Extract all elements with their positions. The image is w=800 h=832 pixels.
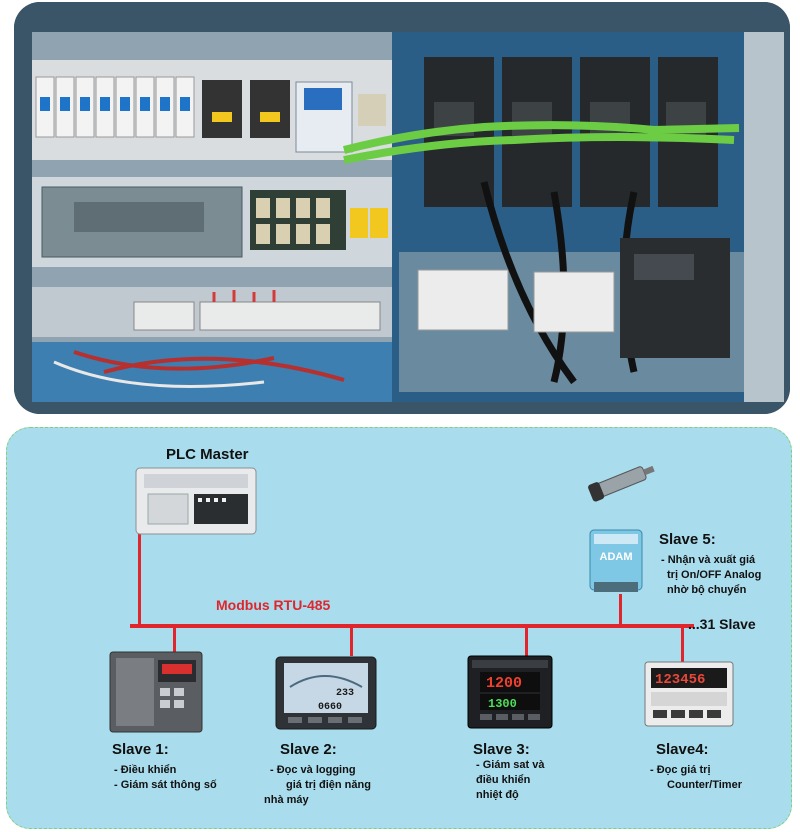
slave4-counter-timer-device: 123456 [644, 661, 734, 727]
slave1-inverter-device [109, 651, 203, 733]
slave3-desc-line2: điều khiển [476, 774, 531, 786]
slave2-title: Slave 2: [280, 741, 337, 758]
slave3-title: Slave 3: [473, 741, 530, 758]
slave5-drop-line [619, 594, 622, 626]
slave2-desc-line1: - Đọc và logging [270, 764, 356, 776]
slave3-temperature-controller-device: 1200 1300 [467, 655, 553, 729]
slave1-title: Slave 1: [112, 741, 169, 758]
slave4-title: Slave4: [656, 741, 709, 758]
meter-reading-2: 0660 [318, 702, 342, 713]
adam-module-device: ADAM [589, 529, 643, 592]
plc-master-device [135, 467, 257, 535]
slave1-desc-line2: - Giám sát thông số [114, 779, 217, 791]
slave2-drop-line [350, 626, 353, 656]
more-slaves-label: ...31 Slave [688, 616, 756, 632]
modbus-bus-line [130, 624, 690, 628]
slave4-drop-line [681, 626, 684, 662]
slave4-desc-line1: - Đọc giá trị [650, 764, 711, 776]
slave2-desc-line2: giá trị điện năng [286, 779, 371, 791]
counter-value: 123456 [655, 672, 705, 688]
slave4-desc-line2: Counter/Timer [667, 779, 742, 791]
adam-module-label: ADAM [600, 551, 633, 563]
meter-reading-1: 233 [336, 688, 354, 699]
slave1-desc-line1: - Điều khiển [114, 764, 177, 776]
slave5-desc-line2: trị On/OFF Analog [667, 569, 762, 581]
proximity-sensor-device [588, 465, 655, 502]
temp-sv-value: 1300 [488, 697, 517, 711]
slave2-power-meter-device: 233 0660 [275, 656, 377, 730]
slave3-drop-line [525, 626, 528, 656]
slave1-drop-line [173, 626, 176, 654]
slave2-desc-line3: nhà máy [264, 794, 309, 806]
master-drop-line [138, 508, 141, 626]
plc-master-label: PLC Master [166, 446, 249, 463]
slave5-title: Slave 5: [659, 531, 716, 548]
slave5-desc-line1: - Nhận và xuất giá [661, 554, 756, 566]
temp-pv-value: 1200 [486, 675, 522, 692]
bus-tail-dotted [690, 624, 694, 628]
slave3-desc-line1: - Giám sat và [476, 759, 545, 771]
slave3-desc-line3: nhiệt độ [476, 789, 519, 801]
slave5-desc-line3: nhờ bộ chuyển [667, 584, 747, 596]
control-cabinet-photo [14, 2, 790, 414]
modbus-bus-label: Modbus RTU-485 [216, 597, 331, 613]
